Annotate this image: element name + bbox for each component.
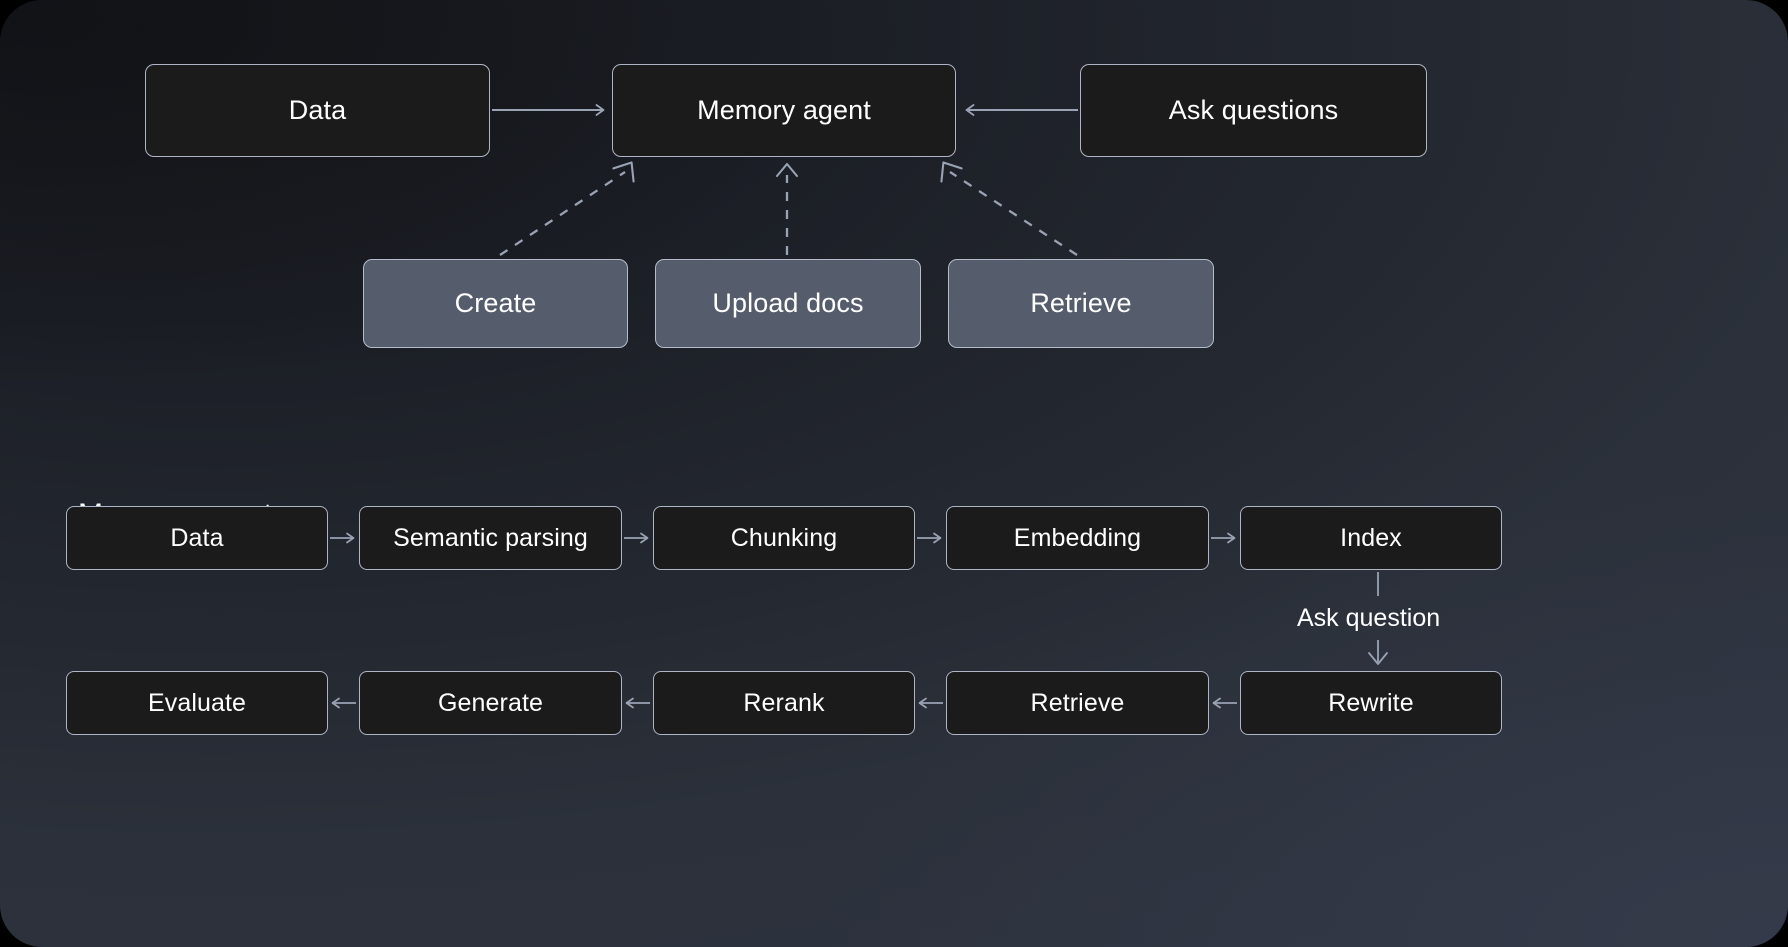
node-label: Rewrite <box>1328 688 1414 717</box>
node-label: Ask questions <box>1168 95 1339 125</box>
node-pipeline-semantic-parsing[interactable]: Semantic parsing <box>359 506 622 570</box>
node-label: Retrieve <box>1030 688 1125 717</box>
node-label: Retrieve <box>1030 288 1132 318</box>
node-ask-questions[interactable]: Ask questions <box>1080 64 1427 157</box>
node-pipeline-chunking[interactable]: Chunking <box>653 506 915 570</box>
node-pipeline-retrieve[interactable]: Retrieve <box>946 671 1209 735</box>
node-label: Evaluate <box>147 688 247 717</box>
node-label: Index <box>1340 523 1402 552</box>
node-label: Data <box>288 95 347 125</box>
node-pipeline-embedding[interactable]: Embedding <box>946 506 1209 570</box>
node-label: Embedding <box>1013 523 1142 552</box>
node-pipeline-evaluate[interactable]: Evaluate <box>66 671 328 735</box>
node-create[interactable]: Create <box>363 259 628 348</box>
node-label: Memory agent <box>697 95 871 125</box>
node-label: Rerank <box>743 688 825 717</box>
node-pipeline-rewrite[interactable]: Rewrite <box>1240 671 1502 735</box>
node-pipeline-index[interactable]: Index <box>1240 506 1502 570</box>
edge-label-ask-question: Ask question <box>1297 604 1441 632</box>
node-label: Upload docs <box>712 288 864 318</box>
node-label: Semantic parsing <box>393 523 588 552</box>
node-data[interactable]: Data <box>145 64 490 157</box>
node-pipeline-rerank[interactable]: Rerank <box>653 671 915 735</box>
node-label: Data <box>170 523 224 552</box>
node-pipeline-data[interactable]: Data <box>66 506 328 570</box>
node-pipeline-generate[interactable]: Generate <box>359 671 622 735</box>
node-label: Create <box>454 288 537 318</box>
node-upload-docs[interactable]: Upload docs <box>655 259 921 348</box>
node-label: Chunking <box>730 523 838 552</box>
node-retrieve-tool[interactable]: Retrieve <box>948 259 1214 348</box>
node-label: Generate <box>437 688 544 717</box>
node-memory-agent[interactable]: Memory agent <box>612 64 956 157</box>
